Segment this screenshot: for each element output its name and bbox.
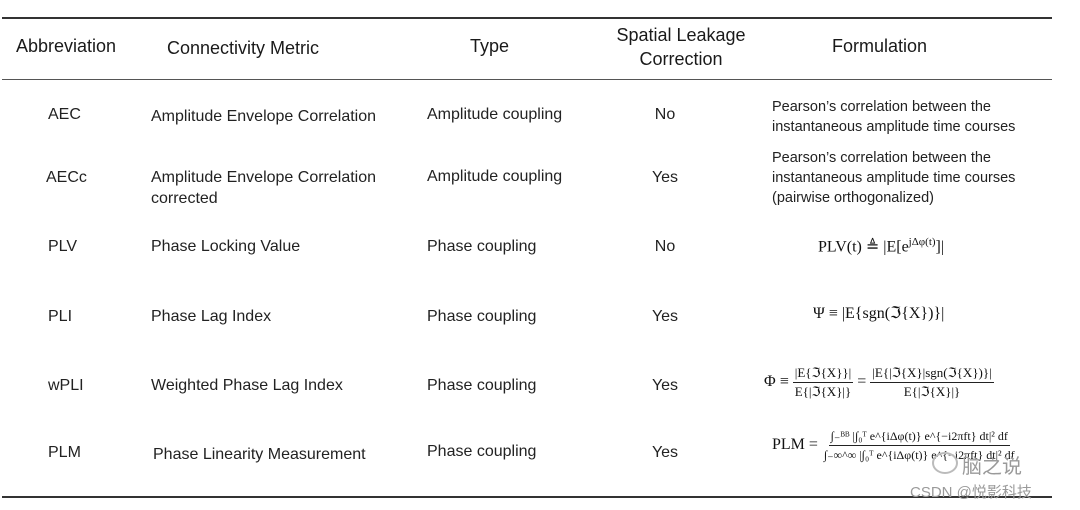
- header-type: Type: [470, 36, 510, 56]
- wpli-fraction-2: |E{|ℑ{X}|sgn(ℑ{X})}| E{|ℑ{X}|}: [870, 364, 994, 401]
- row-aec-correction: No: [654, 106, 676, 123]
- row-plv-metric: Phase Locking Value: [151, 238, 301, 255]
- plv-exponent: jΔφ(t): [908, 236, 936, 248]
- row-aecc-formulation-line3: (pairwise orthogonalized): [772, 190, 934, 206]
- header-formulation: Formulation: [832, 36, 928, 56]
- wpli-fraction-1: |E{ℑ{X}}| E{|ℑ{X}|}: [792, 364, 854, 401]
- row-aec-metric: Amplitude Envelope Correlation: [151, 108, 377, 125]
- row-wpli-abbr: wPLI: [48, 377, 84, 394]
- wpli-denominator-1: E{|ℑ{X}|}: [794, 384, 852, 399]
- csdn-watermark: CSDN @悦影科技: [910, 484, 1032, 501]
- row-plv-type: Phase coupling: [427, 238, 537, 255]
- row-plm-type: Phase coupling: [427, 443, 537, 460]
- wpli-numerator-1: |E{ℑ{X}}|: [792, 364, 854, 383]
- row-aecc-type: Amplitude coupling: [427, 168, 563, 185]
- wpli-numerator-2: |E{|ℑ{X}|sgn(ℑ{X})}|: [870, 364, 994, 383]
- header-leakage-line1: Spatial Leakage: [616, 25, 746, 45]
- row-plm-metric: Phase Linearity Measurement: [153, 446, 366, 463]
- header-connectivity-metric: Connectivity Metric: [167, 38, 320, 58]
- plm-denominator: ∫₋∞^∞ |∫₀ᵀ e^{iΔφ(t)} e^{−i2πft} dt|² df: [823, 448, 1015, 462]
- row-plm-abbr: PLM: [48, 444, 81, 461]
- row-aecc-formulation: Pearson’s correlation between the instan…: [772, 148, 1015, 208]
- wechat-watermark: 脑之说: [962, 456, 1022, 478]
- table-top-rule: [2, 17, 1052, 19]
- row-aecc-abbr: AECc: [46, 169, 87, 186]
- row-aec-abbr: AEC: [48, 106, 81, 123]
- header-abbreviation: Abbreviation: [16, 36, 117, 56]
- wpli-equals: =: [857, 373, 867, 391]
- row-plv-abbr: PLV: [48, 238, 78, 255]
- header-spatial-leakage-correction: Spatial Leakage Correction: [606, 23, 756, 71]
- row-wpli-metric: Weighted Phase Lag Index: [151, 377, 343, 394]
- wpli-denominator-2: E{|ℑ{X}|}: [903, 384, 961, 399]
- row-aecc-metric: Amplitude Envelope Correlation corrected: [151, 167, 376, 209]
- plm-numerator: ∫₋ᴮᴮ |∫₀ᵀ e^{iΔφ(t)} e^{−i2πft} dt|² df: [828, 427, 1010, 446]
- table-bottom-rule: [2, 496, 1052, 498]
- row-plm-correction: Yes: [651, 444, 679, 461]
- row-aecc-correction: Yes: [651, 169, 679, 186]
- plm-lhs: PLM =: [772, 436, 818, 454]
- row-pli-abbr: PLI: [48, 308, 73, 325]
- row-plm-formulation: PLM = ∫₋ᴮᴮ |∫₀ᵀ e^{iΔφ(t)} e^{−i2πft} dt…: [772, 427, 1017, 464]
- row-pli-correction: Yes: [651, 308, 679, 325]
- row-aec-formulation-line1: Pearson’s correlation between the: [772, 99, 991, 115]
- row-plv-correction: No: [654, 238, 676, 255]
- row-plv-formulation: PLV(t) ≜ |E[ejΔφ(t)]|: [818, 232, 944, 257]
- wechat-watermark-icon: [932, 452, 958, 474]
- row-aec-type: Amplitude coupling: [427, 106, 563, 123]
- plv-rhs: ]|: [935, 238, 945, 256]
- row-aecc-metric-line2: corrected: [151, 190, 218, 207]
- table-header-rule: [2, 79, 1052, 80]
- header-leakage-line2: Correction: [639, 49, 723, 69]
- row-aec-formulation: Pearson’s correlation between the instan…: [772, 97, 1015, 137]
- row-pli-formulation: Ψ ≡ |E{sgn(ℑ{X})}|: [813, 305, 945, 322]
- row-aecc-formulation-line1: Pearson’s correlation between the: [772, 150, 991, 166]
- row-pli-metric: Phase Lag Index: [151, 308, 272, 325]
- row-aec-formulation-line2: instantaneous amplitude time courses: [772, 119, 1016, 135]
- row-aecc-formulation-line2: instantaneous amplitude time courses: [772, 170, 1016, 186]
- plm-fraction: ∫₋ᴮᴮ |∫₀ᵀ e^{iΔφ(t)} e^{−i2πft} dt|² df …: [822, 427, 1017, 464]
- row-wpli-correction: Yes: [651, 377, 679, 394]
- row-pli-type: Phase coupling: [427, 308, 537, 325]
- row-wpli-type: Phase coupling: [427, 377, 537, 394]
- row-aecc-metric-line1: Amplitude Envelope Correlation: [151, 169, 377, 186]
- plv-lhs: PLV(t) ≜ |E[e: [818, 238, 909, 256]
- wpli-lhs: Φ ≡: [764, 373, 789, 391]
- row-wpli-formulation: Φ ≡ |E{ℑ{X}}| E{|ℑ{X}|} = |E{|ℑ{X}|sgn(ℑ…: [764, 364, 994, 401]
